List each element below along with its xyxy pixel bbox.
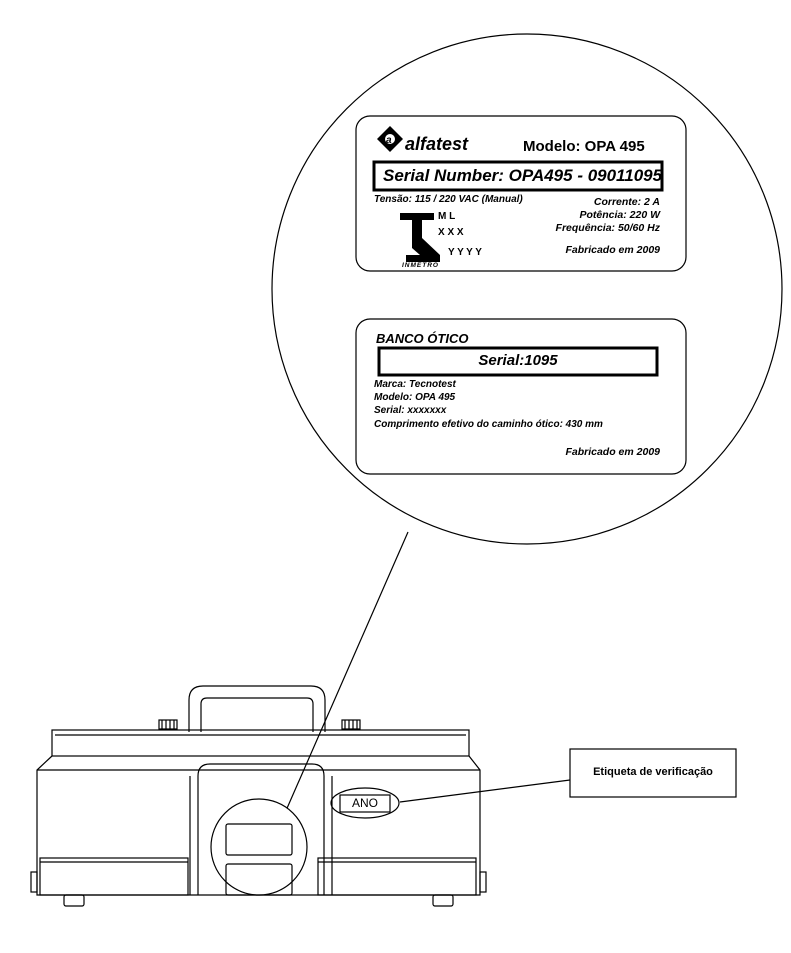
callout-label: Etiqueta de verificação bbox=[593, 766, 713, 778]
callout-box bbox=[569, 748, 737, 798]
manufacture-year: Fabricado em 2009 bbox=[565, 244, 660, 256]
bench-brand: Marca: Tecnotest bbox=[374, 379, 456, 390]
inmetro-symbol bbox=[400, 213, 440, 262]
svg-text:a: a bbox=[386, 135, 392, 146]
label-panel-2 bbox=[355, 318, 687, 475]
serial-box-2 bbox=[377, 346, 659, 377]
inmetro-xxx: X X X bbox=[438, 227, 464, 238]
tension-spec: Tensão: 115 / 220 VAC (Manual) bbox=[374, 194, 523, 205]
magnifier-leader-line bbox=[280, 531, 409, 823]
model-title: Modelo: OPA 495 bbox=[523, 138, 645, 155]
inmetro-name: INMETRO bbox=[402, 262, 439, 269]
frequency-spec: Frequência: 50/60 Hz bbox=[555, 222, 660, 234]
alfatest-logo-icon: a bbox=[377, 126, 403, 152]
magnifier-circle bbox=[271, 33, 783, 545]
bench-model: Modelo: OPA 495 bbox=[374, 392, 456, 403]
callout-leader-line bbox=[399, 779, 571, 803]
bench-optical-length: Comprimento efetivo do caminho ótico: 43… bbox=[374, 419, 603, 430]
label-panel-1 bbox=[355, 115, 687, 272]
serial-number: Serial Number: OPA495 - 09011095 bbox=[383, 166, 663, 185]
bench-serial: Serial: xxxxxxx bbox=[374, 405, 447, 416]
year-tag-label: ANO bbox=[351, 796, 378, 810]
inmetro-ml: M L bbox=[438, 211, 456, 222]
current-spec: Corrente: 2 A bbox=[593, 196, 660, 208]
serial-number-box bbox=[372, 160, 664, 192]
bench-title: BANCO ÓTICO bbox=[376, 331, 469, 346]
brand-name: alfatest bbox=[405, 134, 469, 154]
device-drawing bbox=[30, 685, 487, 907]
inmetro-yyyy: Y Y Y Y bbox=[448, 247, 482, 258]
power-spec: Potência: 220 W bbox=[579, 209, 660, 221]
bench-serial-box: Serial:1095 bbox=[478, 352, 558, 369]
bench-manufacture-year: Fabricado em 2009 bbox=[565, 446, 660, 458]
